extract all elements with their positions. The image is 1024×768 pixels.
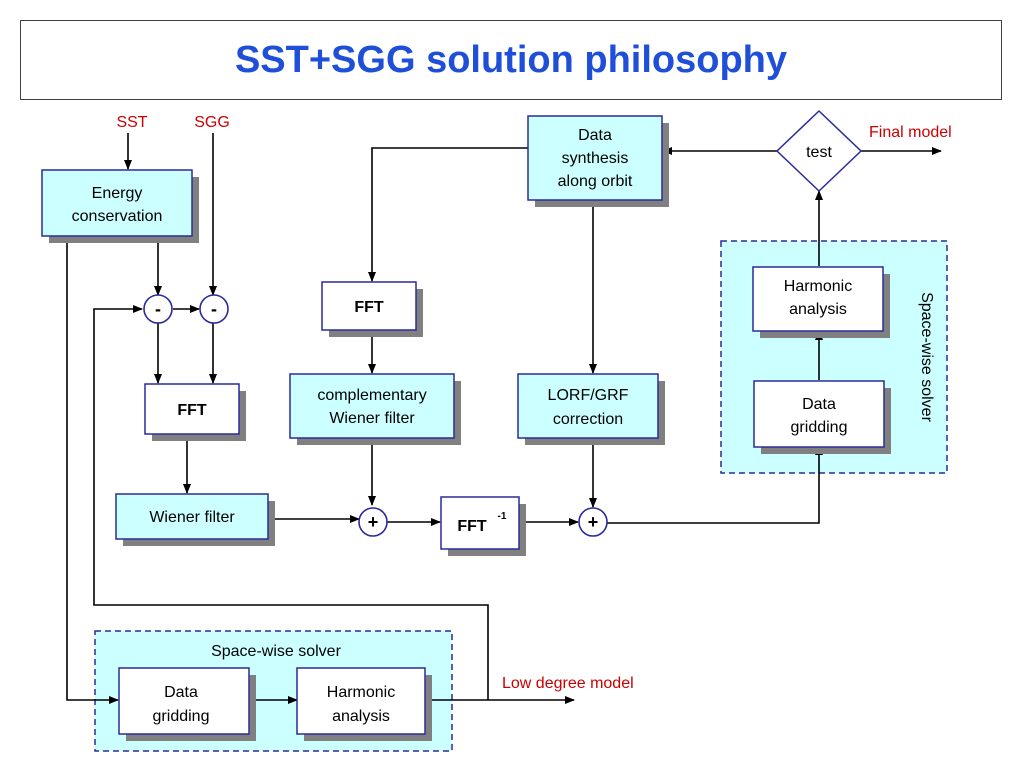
output-low-degree-model-label: Low degree model <box>502 675 634 692</box>
space-wise-solver-label-right: Space-wise solver <box>918 292 935 423</box>
plus-operator-2: + <box>578 507 608 537</box>
data-gridding-right-node: Data gridding <box>753 380 891 454</box>
data-synthesis-node: Data synthesis along orbit <box>527 115 669 207</box>
page-title: SST+SGG solution philosophy <box>234 38 788 81</box>
test-label: test <box>806 144 832 161</box>
wiener-filter-node: Wiener filter <box>115 493 275 546</box>
data-synthesis-line3: along orbit <box>558 173 633 190</box>
line-plus2-gridding <box>607 445 823 524</box>
harmonic-analysis-bottom-line1: Harmonic <box>327 684 395 701</box>
minus-operator-1: - <box>143 294 173 324</box>
data-synthesis-line2: synthesis <box>562 150 629 167</box>
line-feedback-minus1 <box>93 305 489 700</box>
fft-left-node: FFT <box>144 383 246 441</box>
energy-conservation-line1: Energy <box>92 185 143 202</box>
minus-operator-2: - <box>199 294 229 324</box>
data-gridding-bottom-line1: Data <box>164 684 198 701</box>
data-gridding-right-line2: gridding <box>791 419 848 436</box>
lorf-grf-node: LORF/GRF correction <box>517 373 665 445</box>
test-decision-node: test <box>775 109 863 193</box>
harmonic-analysis-bottom-line2: analysis <box>332 708 390 725</box>
harmonic-analysis-right-line1: Harmonic <box>784 278 852 295</box>
fft-middle-label: FFT <box>354 299 384 316</box>
fft-inverse-node: FFT -1 <box>440 496 526 556</box>
data-gridding-right-line1: Data <box>802 396 836 413</box>
line-synthesis-fft <box>368 147 528 282</box>
fft-middle-node: FFT <box>321 281 423 337</box>
harmonic-analysis-right-node: Harmonic analysis <box>752 266 890 338</box>
lorf-grf-line2: correction <box>553 411 623 428</box>
space-wise-solver-label-bottom: Space-wise solver <box>211 643 342 660</box>
plus-operator-1-symbol: + <box>368 512 379 532</box>
data-gridding-bottom-node: Data gridding <box>118 667 256 741</box>
plus-operator-2-symbol: + <box>588 512 599 532</box>
minus-operator-1-symbol: - <box>155 299 161 319</box>
energy-conservation-node: Energy conservation <box>41 169 199 243</box>
harmonic-analysis-bottom-node: Harmonic analysis <box>296 667 432 741</box>
minus-operator-2-symbol: - <box>211 299 217 319</box>
connectors <box>66 133 942 704</box>
line-energy-gridding-bottom <box>66 240 119 704</box>
plus-operator-1: + <box>358 507 388 537</box>
title-box: SST+SGG solution philosophy <box>20 20 1002 100</box>
fft-inverse-label: FFT <box>457 518 487 535</box>
energy-conservation-line2: conservation <box>72 208 163 225</box>
data-gridding-bottom-line2: gridding <box>153 708 210 725</box>
complementary-wiener-line2: Wiener filter <box>329 410 415 427</box>
wiener-filter-label: Wiener filter <box>149 509 235 526</box>
data-synthesis-line1: Data <box>578 127 612 144</box>
output-final-model-label: Final model <box>869 124 952 141</box>
complementary-wiener-node: complementary Wiener filter <box>289 373 461 445</box>
harmonic-analysis-right-line2: analysis <box>789 301 847 318</box>
input-sst-label: SST <box>116 114 147 131</box>
fft-inverse-superscript: -1 <box>498 511 507 522</box>
input-sgg-label: SGG <box>194 114 230 131</box>
fft-left-label: FFT <box>177 402 207 419</box>
lorf-grf-line1: LORF/GRF <box>548 387 629 404</box>
complementary-wiener-line1: complementary <box>317 387 426 404</box>
